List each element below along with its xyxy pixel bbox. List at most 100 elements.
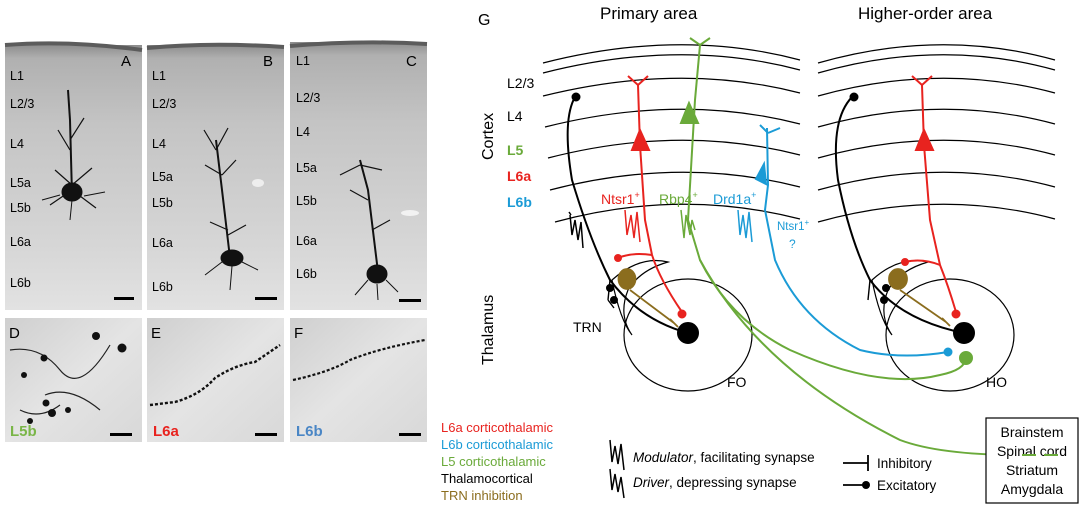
pyramidal-neuron-l6a bbox=[203, 127, 259, 291]
modulator-synapse-icon bbox=[609, 439, 625, 471]
color-legend: L6a corticothalamic L6b corticothalamic … bbox=[441, 420, 553, 503]
trn-inhibition-higher bbox=[888, 268, 951, 327]
layer-label-l6a: L6a bbox=[507, 168, 531, 184]
layer-labels: L1 L2/3 L4 L5a L5b L6a L6b bbox=[152, 69, 176, 294]
layer-label: L4 bbox=[296, 125, 310, 139]
panel-letter: B bbox=[263, 53, 273, 70]
panel-f: F L6b bbox=[290, 318, 427, 442]
layer-label: L5b bbox=[296, 194, 317, 208]
panel-tag: L6a bbox=[153, 423, 180, 440]
excitatory-icon-dot bbox=[862, 481, 870, 489]
layer-labels: L2/3 L4 L5 L6a L6b bbox=[507, 75, 534, 210]
legend-modulator: Modulator, facilitating synapse bbox=[633, 450, 815, 465]
ntsr1-label: Ntsr1+ bbox=[601, 190, 640, 207]
synapse-type-legend: Inhibitory Excitatory bbox=[843, 455, 937, 493]
target-amygdala: Amygdala bbox=[1001, 481, 1063, 497]
legend-l5: L5 corticothalamic bbox=[441, 454, 546, 469]
rbp4-label: Rbp4+ bbox=[659, 190, 698, 207]
driver-synapse-icon bbox=[609, 468, 625, 499]
trn-label: TRN bbox=[573, 319, 602, 335]
scale-bar bbox=[255, 433, 277, 436]
target-brainstem: Brainstem bbox=[1000, 424, 1063, 440]
scale-bar bbox=[255, 297, 277, 300]
primary-area-title: Primary area bbox=[600, 4, 698, 23]
layer-label: L1 bbox=[152, 69, 166, 83]
primary-cortex-layers bbox=[542, 44, 801, 223]
driver-synapse-icon-green bbox=[680, 209, 696, 239]
layer-label: L5a bbox=[152, 170, 173, 184]
layer-label: L6a bbox=[152, 236, 173, 250]
panel-d: D L5b bbox=[5, 318, 142, 442]
question-mark: ? bbox=[789, 237, 796, 251]
primary-thalamus bbox=[611, 259, 753, 392]
panel-letter: E bbox=[151, 325, 161, 342]
layer-labels: L1 L2/3 L4 L5a L5b L6a L6b bbox=[10, 69, 34, 290]
layer-label: L1 bbox=[10, 69, 24, 83]
thalamus-label: Thalamus bbox=[480, 295, 497, 365]
driver-synapse-icon bbox=[568, 211, 584, 249]
modulator-synapse-icon-blue bbox=[737, 209, 753, 243]
pyramidal-neuron-l6b bbox=[339, 159, 399, 301]
legend-excitatory: Excitatory bbox=[877, 478, 937, 493]
layer-label: L4 bbox=[152, 137, 166, 151]
scale-bar bbox=[110, 433, 132, 436]
layer-label-l23: L2/3 bbox=[507, 75, 534, 91]
layer-label: L5b bbox=[10, 201, 31, 215]
target-spinal-cord: Spinal cord bbox=[997, 443, 1067, 459]
schematic-diagram: G Primary area Higher-order area Cortex … bbox=[441, 4, 1079, 504]
panel-b: B L1 L2/3 L4 L5a L5b L6a L6b bbox=[146, 42, 285, 310]
legend-driver: Driver, depressing synapse bbox=[633, 475, 797, 490]
synapse-legend: Modulator, facilitating synapse Driver, … bbox=[609, 439, 815, 499]
panel-letter: F bbox=[294, 325, 303, 342]
panel-a: A L1 L2/3 L4 L5a L5b L6a L6b bbox=[4, 41, 143, 310]
drd1a-label: Drd1a+ bbox=[713, 190, 756, 207]
fo-label: FO bbox=[727, 374, 747, 390]
panel-letter: D bbox=[9, 325, 20, 342]
panel-tag: L5b bbox=[10, 423, 37, 440]
layer-label: L1 bbox=[296, 54, 310, 68]
modulator-synapse-icon-red bbox=[624, 209, 641, 243]
micrograph-panels: A L1 L2/3 L4 L5a L5b L6a L6b B bbox=[4, 40, 428, 442]
thalamocortical-axon-higher bbox=[834, 92, 975, 344]
layer-label: L5a bbox=[296, 161, 317, 175]
legend-l6a: L6a corticothalamic bbox=[441, 420, 553, 435]
panel-c: C L1 L2/3 L4 L5a L5b L6a L6b bbox=[289, 40, 428, 310]
scale-bar bbox=[399, 433, 421, 436]
target-striatum: Striatum bbox=[1006, 462, 1058, 478]
legend-thalamocortical: Thalamocortical bbox=[441, 471, 533, 486]
legend-trn: TRN inhibition bbox=[441, 488, 523, 503]
layer-label: L6b bbox=[10, 276, 31, 290]
higher-order-cortex-layers bbox=[817, 44, 1056, 223]
panel-e: E L6a bbox=[147, 318, 284, 442]
scale-bar bbox=[399, 299, 421, 302]
l6a-corticothalamic-primary bbox=[614, 75, 687, 319]
layer-label: L6b bbox=[296, 267, 317, 281]
layer-label: L2/3 bbox=[152, 97, 176, 111]
layer-label: L2/3 bbox=[296, 91, 320, 105]
l6b-corticothalamic bbox=[754, 124, 953, 357]
l6a-corticothalamic-higher bbox=[901, 75, 961, 319]
layer-label: L5b bbox=[152, 196, 173, 210]
pyramidal-neuron-l5b bbox=[41, 89, 106, 221]
inhibitory-icon bbox=[843, 455, 869, 471]
cortex-label: Cortex bbox=[480, 113, 497, 160]
ho-label: HO bbox=[986, 374, 1007, 390]
panel-letter: G bbox=[478, 12, 490, 29]
layer-labels: L1 L2/3 L4 L5a L5b L6a L6b bbox=[296, 54, 320, 281]
trn-inhibition-primary bbox=[617, 268, 679, 328]
legend-l6b: L6b corticothalamic bbox=[441, 437, 553, 452]
layer-label: L5a bbox=[10, 176, 31, 190]
thalamocortical-axon-primary bbox=[566, 92, 699, 344]
projection-target-box: Brainstem Spinal cord Striatum Amygdala bbox=[985, 417, 1079, 504]
layer-label: L6a bbox=[296, 234, 317, 248]
panel-letter: A bbox=[121, 53, 131, 70]
panel-tag: L6b bbox=[296, 423, 323, 440]
layer-label: L6b bbox=[152, 280, 173, 294]
l5-corticothalamic bbox=[679, 37, 1060, 456]
higher-order-area-title: Higher-order area bbox=[858, 4, 993, 23]
legend-inhibitory: Inhibitory bbox=[877, 456, 932, 471]
layer-label: L6a bbox=[10, 235, 31, 249]
layer-label: L4 bbox=[10, 137, 24, 151]
layer-label-l4: L4 bbox=[507, 108, 523, 124]
